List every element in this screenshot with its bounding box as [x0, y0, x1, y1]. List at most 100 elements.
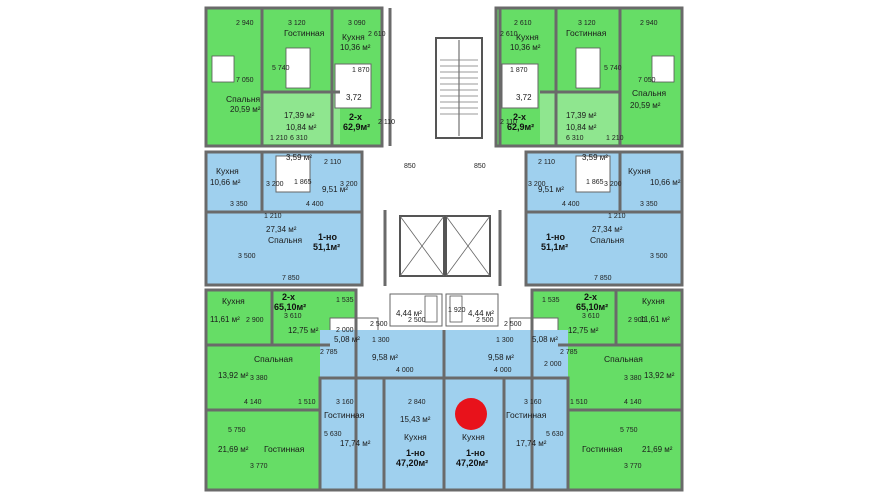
area-label: 5,08 м²: [334, 335, 360, 344]
dim-label: 2 940: [640, 20, 658, 27]
dim-label: 1 535: [336, 297, 354, 304]
unit-label: 2-х: [513, 112, 526, 122]
area-label: 4,44 м²: [396, 309, 422, 318]
dim-label: 3 770: [250, 463, 268, 470]
area-label: 17,39 м²: [566, 111, 597, 120]
area-label: 3,72: [516, 93, 532, 102]
dim-label: 2 900: [246, 317, 264, 324]
area-label: 20,59 м²: [230, 105, 261, 114]
unit-area: 62,9м²: [507, 122, 534, 132]
unit-label: 1-но: [466, 448, 485, 458]
dim-label: 7 050: [638, 77, 656, 84]
dim-label: 2 840: [408, 399, 426, 406]
dim-label: 1 870: [510, 67, 528, 74]
dim-label: 3 200: [528, 181, 546, 188]
apartment-bottom-left: [320, 293, 444, 490]
dim-label: 2 785: [560, 349, 578, 356]
area-label: 20,59 м²: [630, 101, 661, 110]
dim-label: 1 865: [294, 179, 312, 186]
dim-label: 5 740: [272, 65, 290, 72]
dim-label: 2 000: [544, 361, 562, 368]
dim-label: 2 500: [504, 321, 522, 328]
dim-label: 3 770: [624, 463, 642, 470]
unit-area: 47,20м²: [396, 458, 428, 468]
dim-label: 1 300: [496, 337, 514, 344]
room-label: Гостинная: [506, 410, 547, 420]
area-label: 27,34 м²: [592, 225, 623, 234]
area-label: 13,92 м²: [644, 371, 675, 380]
area-label: 3,59 м²: [582, 153, 608, 162]
area-label: 21,69 м²: [642, 445, 673, 454]
dim-label: 850: [474, 163, 486, 170]
dim-label: 850: [404, 163, 416, 170]
dim-label: 1 210: [606, 135, 624, 142]
room-label: Спальня: [268, 235, 303, 245]
room-label: Спальная: [254, 354, 293, 364]
dim-label: 2 900: [628, 317, 646, 324]
room-label: Гостинная: [284, 28, 325, 38]
room-label: Гостинная: [566, 28, 607, 38]
unit-area: 65,10м²: [576, 302, 608, 312]
dim-label: 3 350: [640, 201, 658, 208]
red-marker-dot[interactable]: [455, 398, 487, 430]
unit-area: 65,10м²: [274, 302, 306, 312]
dim-label: 3 380: [250, 375, 268, 382]
elevator-shafts: [399, 215, 491, 277]
dim-label: 1 210: [270, 135, 288, 142]
dim-label: 3 160: [336, 399, 354, 406]
area-label: 27,34 м²: [266, 225, 297, 234]
room-label: Кухня: [516, 32, 539, 42]
room-label: Спальня: [590, 235, 625, 245]
area-label: 17,74 м²: [516, 439, 547, 448]
unit-label: 2-х: [584, 292, 597, 302]
dim-label: 1 210: [608, 213, 626, 220]
dim-label: 4 140: [244, 399, 262, 406]
area-label: 3,59 м²: [286, 153, 312, 162]
area-label: 15,43 м²: [400, 415, 431, 424]
dim-label: 3 610: [582, 313, 600, 320]
area-label: 3,72: [346, 93, 362, 102]
unit-label: 2-х: [282, 292, 295, 302]
unit-area: 47,20м²: [456, 458, 488, 468]
room-label: Кухня: [342, 32, 365, 42]
area-label: 12,75 м²: [288, 326, 319, 335]
dim-label: 2 110: [538, 159, 555, 166]
dim-label: 4 000: [494, 367, 512, 374]
walls: [204, 6, 684, 492]
dim-label: 2 110: [500, 119, 517, 126]
area-label: 10,36 м²: [510, 43, 541, 52]
apartment-mid-left: [206, 152, 362, 285]
dim-label: 7 050: [236, 77, 254, 84]
unit-area: 51,1м²: [541, 242, 568, 252]
dim-label: 2 610: [368, 31, 386, 38]
dim-label: 5 750: [620, 427, 638, 434]
dim-label: 1 300: [372, 337, 390, 344]
dim-label: 4 140: [624, 399, 642, 406]
area-label: 5,08 м²: [532, 335, 558, 344]
area-label: 13,92 м²: [218, 371, 249, 380]
dim-label: 3 500: [238, 253, 256, 260]
area-label: 17,39 м²: [284, 111, 315, 120]
unit-label: 1-но: [318, 232, 337, 242]
area-label: 4,44 м²: [468, 309, 494, 318]
dim-label: 3 610: [284, 313, 302, 320]
area-label: 11,61 м²: [640, 315, 670, 324]
dim-label: 1 210: [264, 213, 282, 220]
dim-label: 3 500: [650, 253, 668, 260]
area-label: 9,51 м²: [538, 185, 564, 194]
dim-label: 7 850: [282, 275, 300, 282]
room-label: Спальня: [632, 88, 667, 98]
dim-label: 2 000: [336, 327, 354, 334]
room-label: Гостинная: [264, 444, 305, 454]
dim-label: 2 500: [408, 317, 426, 324]
dim-label: 6 310: [566, 135, 584, 142]
dim-label: 2 610: [500, 31, 518, 38]
unit-label: 1-но: [546, 232, 565, 242]
dim-label: 2 110: [378, 119, 395, 126]
dim-label: 5 630: [546, 431, 564, 438]
area-label: 17,74 м²: [340, 439, 371, 448]
area-label: 12,75 м²: [568, 326, 599, 335]
dim-label: 3 090: [348, 20, 366, 27]
dim-label: 1 870: [352, 67, 370, 74]
